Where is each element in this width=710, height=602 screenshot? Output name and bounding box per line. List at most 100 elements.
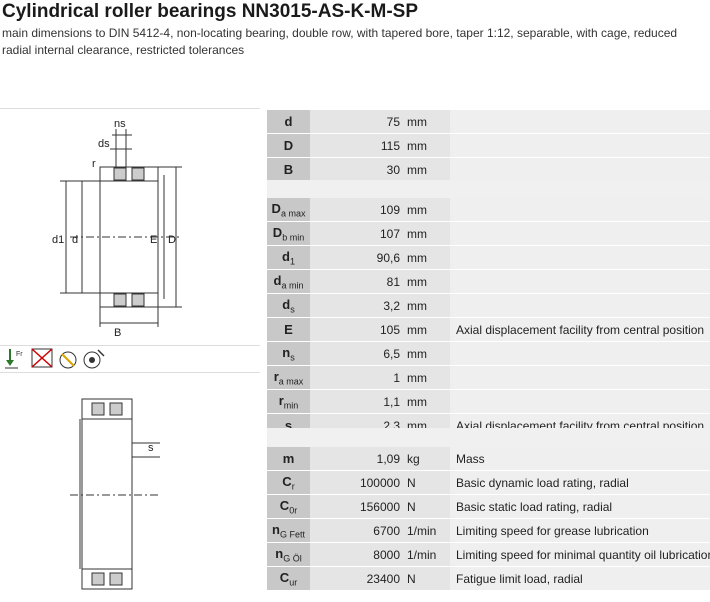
parameter-unit: mm [403, 245, 450, 270]
table-spacer [267, 180, 710, 202]
parameter-value: 1 [310, 365, 403, 390]
label-s: s [148, 442, 154, 454]
parameter-symbol: C0r [267, 494, 310, 519]
parameter-value: 75 [310, 110, 403, 134]
parameter-unit: mm [403, 341, 450, 366]
parameter-value: 81 [310, 269, 403, 294]
symbol-main: d [273, 272, 282, 288]
parameter-unit: mm [403, 198, 450, 222]
symbol-main: s [284, 418, 293, 433]
parameter-value: 6,5 [310, 341, 403, 366]
parameter-description [450, 389, 710, 414]
displacement-icon [83, 349, 105, 369]
symbol-subscript: a max [278, 376, 304, 387]
symbol-main: C [279, 497, 290, 513]
symbol-main: n [282, 344, 291, 360]
parameter-symbol: nG Öl [267, 542, 310, 567]
parameter-description: Axial displacement facility from central… [450, 317, 710, 342]
parameter-unit: mm [403, 157, 450, 182]
parameter-value: 3,2 [310, 293, 403, 318]
parameter-value: 8000 [310, 542, 403, 567]
symbol-main: B [283, 162, 294, 177]
parameter-description [450, 157, 710, 182]
parameter-description: Basic static load rating, radial [450, 494, 710, 519]
page-subtitle: main dimensions to DIN 5412-4, non-locat… [2, 26, 678, 57]
label-E: E [150, 234, 157, 246]
symbol-subscript: 1 [289, 256, 295, 267]
parameter-symbol: d [267, 110, 310, 134]
symbol-subscript: a min [281, 280, 304, 291]
parameter-unit: mm [403, 389, 450, 414]
parameter-unit: mm [403, 293, 450, 318]
parameter-unit: mm [403, 365, 450, 390]
symbol-main: C [282, 473, 292, 489]
symbol-subscript: min [283, 400, 299, 411]
symbol-main: r [273, 368, 279, 384]
parameter-description [450, 341, 710, 366]
symbol-main: n [275, 545, 284, 561]
parameter-unit: mm [403, 317, 450, 342]
parameter-description [450, 110, 710, 134]
parameter-value: 105 [310, 317, 403, 342]
parameter-value: 156000 [310, 494, 403, 519]
parameter-unit: mm [403, 133, 450, 158]
symbol-main: d [282, 296, 291, 312]
parameter-symbol: Db min [267, 221, 310, 246]
parameter-value: 90,6 [310, 245, 403, 270]
symbol-main: E [284, 322, 293, 337]
parameter-unit: 1/min [403, 518, 450, 543]
label-ds: ds [98, 138, 110, 150]
symbol-main: D [283, 138, 294, 153]
parameter-unit: N [403, 494, 450, 519]
symbol-main: m [282, 451, 295, 466]
no-axial-load-icon [31, 348, 53, 368]
parameter-description [450, 198, 710, 222]
bearing-cross-section-svg: ns ds r d1 d E D B [52, 118, 182, 339]
parameter-unit: N [403, 470, 450, 495]
parameter-unit: mm [403, 110, 450, 134]
parameter-value: 1,09 [310, 447, 403, 471]
symbol-main: n [272, 521, 280, 537]
radial-load-icon: Fr [5, 349, 23, 369]
symbol-main: d [284, 114, 293, 129]
symbol-subscript: G Fett [279, 529, 305, 540]
symbol-main: D [272, 224, 283, 240]
symbol-subscript: G Öl [283, 553, 302, 564]
symbol-subscript: 0r [289, 505, 298, 516]
parameter-unit: 1/min [403, 542, 450, 567]
parameter-symbol: da min [267, 269, 310, 294]
parameter-description [450, 293, 710, 318]
label-d: d [72, 234, 78, 246]
table-spacer [267, 428, 710, 450]
symbol-main: r [278, 392, 284, 408]
symbol-subscript: r [291, 481, 295, 492]
label-d1: d1 [52, 234, 64, 246]
parameter-unit: mm [403, 221, 450, 246]
parameter-description: Fatigue limit load, radial [450, 566, 710, 591]
page-title: Cylindrical roller bearings NN3015-AS-K-… [2, 1, 418, 22]
parameter-symbol: d1 [267, 245, 310, 270]
bearing-dimension-drawing: ns ds r d1 d E D B [0, 108, 260, 346]
symbol-subscript: s [290, 352, 295, 363]
symbol-subscript: ur [289, 577, 298, 588]
parameter-description [450, 245, 710, 270]
symbol-subscript: a max [280, 208, 306, 219]
parameter-value: 30 [310, 157, 403, 182]
symbol-subscript: s [290, 304, 295, 315]
parameter-symbol: ds [267, 293, 310, 318]
